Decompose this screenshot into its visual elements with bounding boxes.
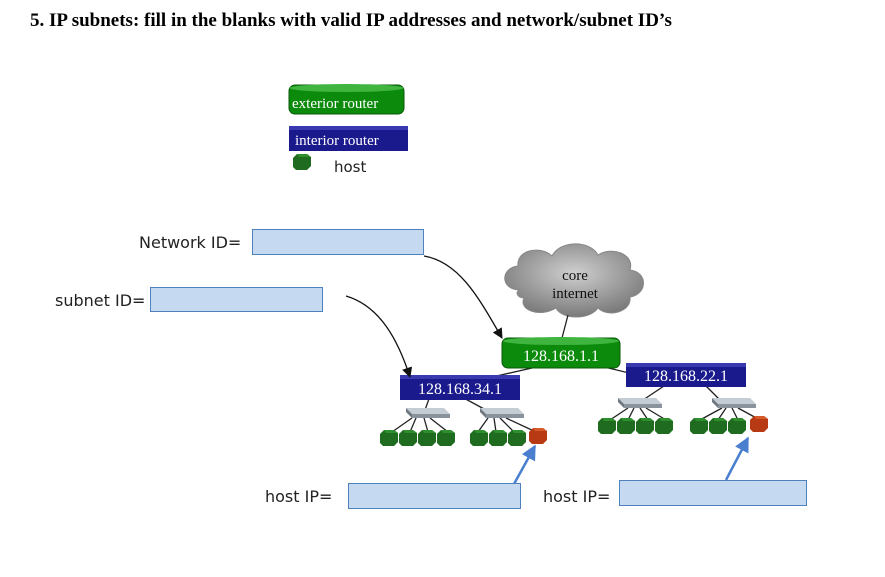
host-icon [508, 430, 526, 446]
host-icon [489, 430, 507, 446]
subnet-id-label: subnet ID= [55, 291, 146, 310]
exterior-router-icon [501, 337, 621, 369]
switch-icon [406, 408, 450, 418]
host-icon [636, 418, 654, 434]
legend-exterior-router-label: exterior router [292, 96, 378, 112]
host-icon [690, 418, 708, 434]
subnet-id-input[interactable] [150, 287, 323, 312]
host-icon [399, 430, 417, 446]
interior-router-right-icon [626, 363, 746, 387]
cloud-label-line1: core [562, 268, 588, 284]
legend-exterior-router-icon [288, 84, 405, 115]
switch-icon [480, 408, 524, 418]
host-ip-left-input[interactable] [348, 483, 521, 509]
host-icon [617, 418, 635, 434]
host-icon [655, 418, 673, 434]
cloud-label-line2: internet [552, 286, 599, 302]
host-icon [437, 430, 455, 446]
host-ip-left-arrow [512, 444, 537, 485]
legend-interior-router-icon [289, 126, 408, 151]
interior-router-left-icon [400, 375, 520, 400]
cloud-icon [504, 243, 644, 318]
interior-router-left-ip: 128.168.34.1 [418, 381, 502, 398]
host-icon [598, 418, 616, 434]
host-icon [470, 430, 488, 446]
subnet-id-arrow [345, 295, 413, 378]
network-id-arrow [423, 255, 503, 339]
network-id-input[interactable] [252, 229, 424, 255]
interior-router-right-ip: 128.168.22.1 [644, 368, 728, 385]
host-ip-right-label: host IP= [543, 487, 611, 506]
host-ip-right-arrow [724, 436, 750, 481]
legend-host-label: host [334, 158, 366, 176]
highlighted-host-right-icon [750, 416, 768, 432]
legend-host-icon [293, 154, 311, 170]
highlighted-host-left-icon [529, 428, 547, 444]
question-title: 5. IP subnets: fill in the blanks with v… [30, 10, 672, 31]
exterior-router-ip: 128.168.1.1 [523, 348, 599, 365]
host-ip-left-label: host IP= [265, 487, 333, 506]
host-ip-right-input[interactable] [619, 480, 807, 506]
host-icon [380, 430, 398, 446]
host-icon [709, 418, 727, 434]
host-icon [728, 418, 746, 434]
legend-interior-router-label: interior router [295, 133, 379, 149]
host-icon [418, 430, 436, 446]
legend: exterior router interior router host [288, 84, 408, 176]
switch-icon [712, 398, 756, 408]
network-id-label: Network ID= [139, 233, 242, 252]
switch-icon [618, 398, 662, 408]
